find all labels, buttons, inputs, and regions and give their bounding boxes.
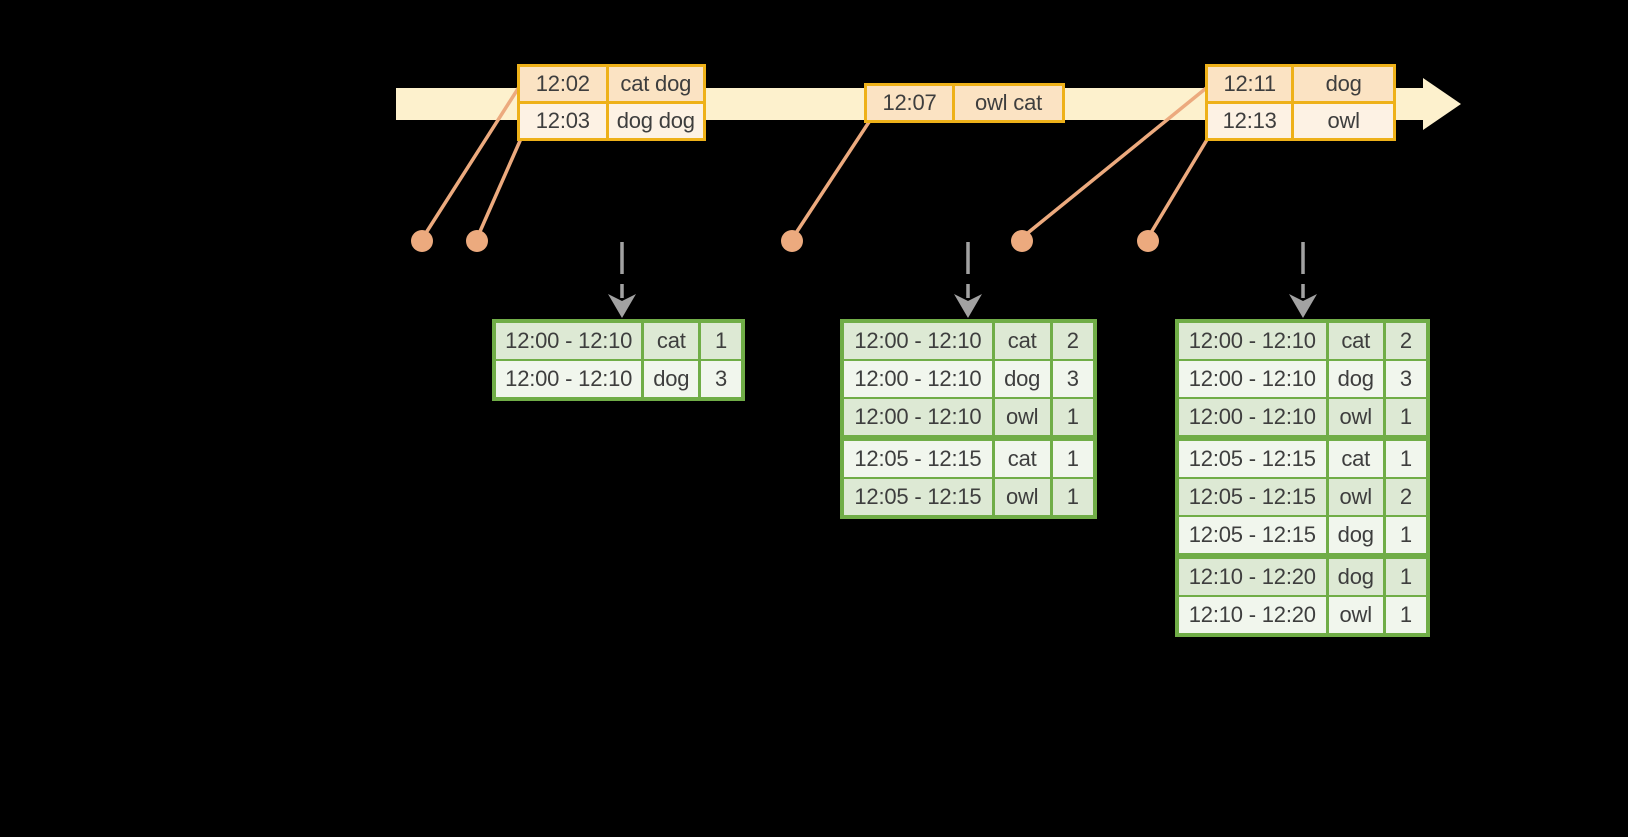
table-row: 12:05 - 12:15 cat 1 — [1179, 441, 1426, 477]
table-row: 12:00 - 12:10 cat 2 — [1179, 323, 1426, 359]
event-dot — [466, 230, 488, 252]
word-cell: cat — [1328, 323, 1383, 359]
window-cell: 12:05 - 12:15 — [1179, 517, 1326, 553]
event-words-cell: owl cat — [955, 86, 1062, 120]
count-cell: 2 — [1052, 323, 1093, 359]
trigger-arrowhead-icon — [954, 294, 982, 318]
window-cell: 12:00 - 12:10 — [1179, 361, 1326, 397]
count-cell: 1 — [1385, 559, 1426, 595]
event-words-cell: dog — [1294, 67, 1393, 101]
trigger-arrow — [954, 242, 982, 318]
table-row: 12:10 - 12:20 owl 1 — [1179, 597, 1426, 633]
event-words-cell: owl — [1294, 104, 1393, 138]
event-words-cell: dog dog — [608, 104, 703, 138]
result-table: 12:00 - 12:10 cat 2 12:00 - 12:10 dog 3 … — [840, 319, 1097, 519]
count-cell: 3 — [1385, 361, 1426, 397]
event-time-cell: 12:07 — [867, 86, 952, 120]
event-connector — [792, 121, 871, 237]
window-cell: 12:00 - 12:10 — [496, 361, 642, 397]
table-row: 12:05 - 12:15 dog 1 — [1179, 517, 1426, 553]
word-cell: dog — [1328, 361, 1383, 397]
count-cell: 1 — [1052, 399, 1093, 435]
trigger-arrow — [1289, 242, 1317, 318]
word-cell: owl — [1328, 399, 1383, 435]
word-cell: owl — [1328, 597, 1383, 633]
count-cell: 1 — [1385, 441, 1426, 477]
window-cell: 12:05 - 12:15 — [844, 441, 992, 477]
event-dot — [411, 230, 433, 252]
window-cell: 12:00 - 12:10 — [1179, 323, 1326, 359]
event-box: 12:02 cat dog 12:03 dog dog — [517, 64, 706, 141]
window-cell: 12:10 - 12:20 — [1179, 597, 1326, 633]
event-row: 12:07 owl cat — [867, 86, 1062, 120]
event-row: 12:11 dog — [1208, 67, 1393, 101]
result-table: 12:00 - 12:10 cat 1 12:00 - 12:10 dog 3 — [492, 319, 745, 401]
event-connector — [1022, 83, 1212, 238]
count-cell: 2 — [1385, 479, 1426, 515]
word-cell: owl — [994, 479, 1050, 515]
count-cell: 2 — [1385, 323, 1426, 359]
window-cell: 12:00 - 12:10 — [844, 323, 992, 359]
word-cell: dog — [994, 361, 1050, 397]
window-cell: 12:00 - 12:10 — [496, 323, 642, 359]
event-connector — [422, 83, 523, 237]
word-cell: dog — [644, 361, 699, 397]
table-row: 12:05 - 12:15 owl 2 — [1179, 479, 1426, 515]
word-cell: dog — [1328, 559, 1383, 595]
trigger-arrowhead-icon — [608, 294, 636, 318]
event-row: 12:13 owl — [1208, 104, 1393, 138]
table-row: 12:00 - 12:10 dog 3 — [1179, 361, 1426, 397]
table-row: 12:05 - 12:15 owl 1 — [844, 479, 1093, 515]
event-row: 12:03 dog dog — [520, 104, 703, 138]
window-cell: 12:05 - 12:15 — [1179, 479, 1326, 515]
window-cell: 12:10 - 12:20 — [1179, 559, 1326, 595]
trigger-arrow — [608, 242, 636, 318]
event-time-cell: 12:02 — [520, 67, 606, 101]
table-row: 12:05 - 12:15 cat 1 — [844, 441, 1093, 477]
table-row: 12:00 - 12:10 cat 1 — [496, 323, 741, 359]
window-cell: 12:00 - 12:10 — [844, 361, 992, 397]
count-cell: 1 — [1052, 441, 1093, 477]
window-cell: 12:05 - 12:15 — [844, 479, 992, 515]
event-box: 12:11 dog 12:13 owl — [1205, 64, 1396, 141]
count-cell: 1 — [1385, 597, 1426, 633]
word-cell: owl — [994, 399, 1050, 435]
event-connector — [1147, 132, 1213, 237]
event-words-cell: cat dog — [608, 67, 703, 101]
count-cell: 1 — [1385, 517, 1426, 553]
word-cell: cat — [644, 323, 699, 359]
result-table: 12:00 - 12:10 cat 2 12:00 - 12:10 dog 3 … — [1175, 319, 1430, 637]
window-cell: 12:05 - 12:15 — [1179, 441, 1326, 477]
event-time-cell: 12:11 — [1208, 67, 1292, 101]
word-cell: owl — [1328, 479, 1383, 515]
table-row: 12:00 - 12:10 cat 2 — [844, 323, 1093, 359]
window-cell: 12:00 - 12:10 — [1179, 399, 1326, 435]
count-cell: 3 — [701, 361, 741, 397]
count-cell: 3 — [1052, 361, 1093, 397]
event-dot — [1137, 230, 1159, 252]
timeline-arrowhead-icon — [1423, 78, 1461, 130]
event-time-cell: 12:13 — [1208, 104, 1292, 138]
event-box: 12:07 owl cat — [864, 83, 1065, 123]
table-row: 12:00 - 12:10 owl 1 — [1179, 399, 1426, 435]
word-cell: cat — [994, 323, 1050, 359]
count-cell: 1 — [701, 323, 741, 359]
event-row: 12:02 cat dog — [520, 67, 703, 101]
event-dot — [1011, 230, 1033, 252]
table-row: 12:00 - 12:10 owl 1 — [844, 399, 1093, 435]
word-cell: dog — [1328, 517, 1383, 553]
trigger-arrowhead-icon — [1289, 294, 1317, 318]
count-cell: 1 — [1385, 399, 1426, 435]
event-dot — [781, 230, 803, 252]
word-cell: cat — [994, 441, 1050, 477]
table-row: 12:00 - 12:10 dog 3 — [496, 361, 741, 397]
window-cell: 12:00 - 12:10 — [844, 399, 992, 435]
table-row: 12:10 - 12:20 dog 1 — [1179, 559, 1426, 595]
table-row: 12:00 - 12:10 dog 3 — [844, 361, 1093, 397]
word-cell: cat — [1328, 441, 1383, 477]
event-time-cell: 12:03 — [520, 104, 606, 138]
count-cell: 1 — [1052, 479, 1093, 515]
event-connector — [476, 133, 525, 237]
